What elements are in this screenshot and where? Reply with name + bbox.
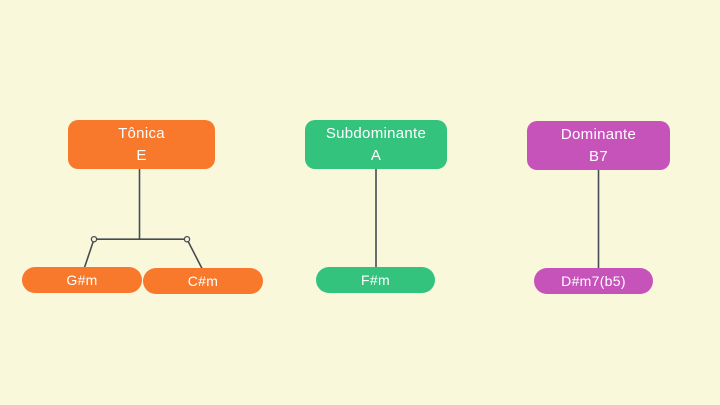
function-label: Tônica	[118, 124, 165, 142]
chord-label: B7	[589, 147, 608, 165]
pill-chord-label: G#m	[66, 272, 98, 288]
node-fsharp-minor: F#m	[316, 267, 435, 293]
junction-dot-left	[90, 235, 98, 243]
node-tonica: Tônica E	[68, 120, 215, 169]
chord-label: E	[136, 146, 147, 164]
pill-chord-label: C#m	[187, 273, 219, 289]
function-label: Subdominante	[325, 124, 427, 142]
junction-dot-right	[183, 235, 191, 243]
connector-tonica-to-gsharp-minor	[83, 238, 95, 269]
pill-chord-label: D#m7(b5)	[561, 273, 626, 289]
node-csharp-minor: C#m	[143, 268, 263, 294]
function-label: Dominante	[560, 125, 637, 143]
node-dominante: Dominante B7	[527, 121, 670, 170]
node-gsharp-minor: G#m	[22, 267, 142, 293]
chord-label: A	[370, 146, 382, 164]
node-subdominante: Subdominante A	[305, 120, 447, 169]
pill-chord-label: F#m	[361, 272, 390, 288]
connector-tonica-to-csharp-minor	[186, 238, 203, 270]
node-dsharp-m7b5: D#m7(b5)	[534, 268, 653, 294]
